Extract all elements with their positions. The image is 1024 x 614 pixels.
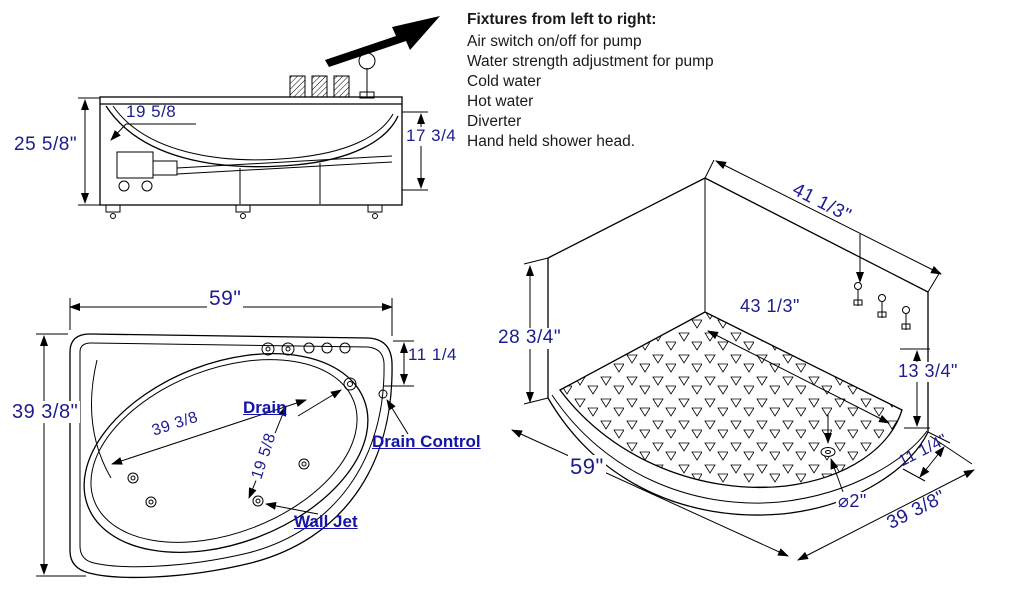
fixture-item-cold-water: Cold water bbox=[467, 73, 542, 90]
fixture-item-water-strength: Water strength adjustment for pump bbox=[467, 53, 714, 70]
top-width-label: 59" bbox=[207, 287, 244, 311]
side-height-label: 25 5/8" bbox=[14, 134, 78, 155]
tub-body-outline bbox=[99, 96, 403, 206]
wall-jets bbox=[127, 458, 310, 508]
inner-back-edge-label: 43 1/3" bbox=[738, 296, 802, 317]
drain-control-knob bbox=[378, 389, 388, 399]
tub-inner-rim bbox=[79, 342, 385, 568]
side-height-dimension bbox=[78, 97, 100, 206]
fixture-item-shower-head: Hand held shower head. bbox=[467, 133, 636, 150]
tub-floor bbox=[559, 311, 903, 489]
top-depth-dimension bbox=[36, 333, 86, 577]
fixture-item-air-switch: Air switch on/off for pump bbox=[467, 33, 642, 50]
back-edge-dimension bbox=[704, 159, 942, 293]
drain-control-leader bbox=[386, 399, 409, 435]
fixtures-note: Fixtures from left to right: Air switch … bbox=[467, 10, 714, 152]
side-inner-depth-leader bbox=[110, 123, 196, 141]
front-width-dimension bbox=[511, 429, 789, 557]
side-view-drawing bbox=[78, 16, 440, 219]
drain-control-label: Drain Control bbox=[372, 432, 481, 451]
side-depth-dimension bbox=[797, 435, 975, 561]
tub-outer-rim bbox=[69, 333, 393, 579]
back-walls bbox=[547, 177, 929, 293]
wall-jet-label: Wall Jet bbox=[294, 512, 358, 531]
top-depth-label: 39 3/8" bbox=[10, 401, 81, 423]
side-inner-height-dimension bbox=[402, 111, 428, 191]
faucet-knobs bbox=[289, 75, 350, 98]
drain-hole bbox=[343, 377, 357, 391]
fixture-item-hot-water: Hot water bbox=[467, 93, 534, 110]
deck-width-label: 11 1/4 bbox=[408, 345, 458, 364]
drain-leader bbox=[297, 389, 342, 417]
deck-width-dimension bbox=[384, 340, 414, 387]
drain-label: Drain bbox=[243, 398, 287, 417]
fixtures-note-title: Fixtures from left to right: bbox=[467, 11, 657, 28]
perspective-view-drawing bbox=[511, 159, 975, 561]
top-view-drawing bbox=[36, 298, 414, 579]
pump-assembly bbox=[116, 151, 393, 204]
drain-diameter-label: ⌀2" bbox=[836, 491, 869, 512]
hand-shower-holder bbox=[358, 52, 376, 99]
fixture-item-diverter: Diverter bbox=[467, 113, 522, 130]
wall-height-label: 28 3/4" bbox=[496, 327, 564, 349]
front-width-label: 59" bbox=[568, 454, 606, 480]
wall-fixtures bbox=[853, 282, 911, 330]
basin-profile bbox=[105, 105, 399, 168]
wall-jet-leader bbox=[265, 501, 319, 515]
pointer-arrow bbox=[325, 16, 440, 67]
inner-back-edge-dimension bbox=[707, 330, 890, 424]
tub-feet bbox=[105, 204, 383, 219]
side-inner-height-label: 17 3/4 bbox=[404, 126, 459, 146]
inner-depth-right-label: 13 3/4" bbox=[896, 361, 960, 382]
basin-outline bbox=[83, 352, 369, 554]
faucet-holes bbox=[261, 342, 351, 356]
side-inner-depth-label: 19 5/8 bbox=[126, 102, 177, 121]
